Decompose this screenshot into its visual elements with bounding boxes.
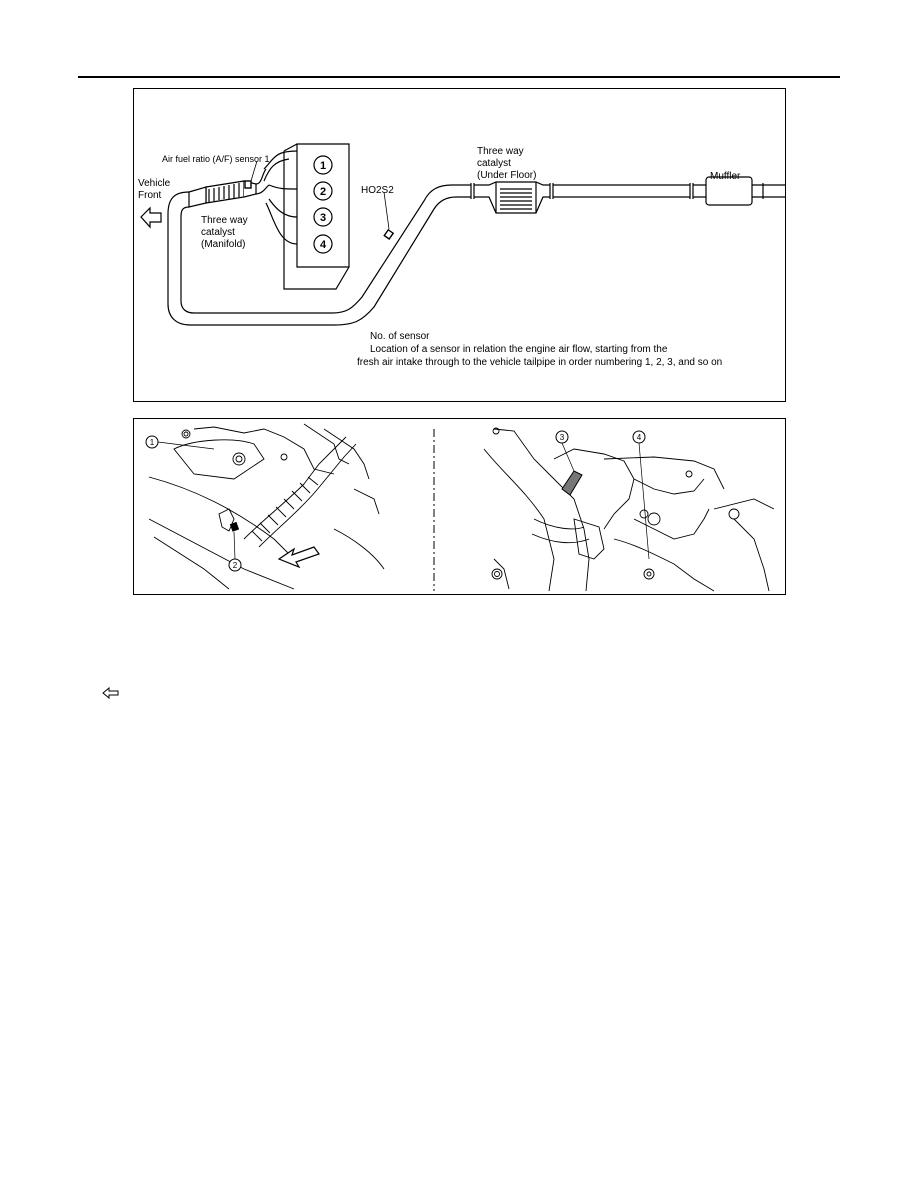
- callout-2-number: 2: [233, 561, 238, 570]
- cylinder-3-circle: [313, 207, 333, 227]
- af-sensor-marker: [244, 180, 252, 189]
- vehicle-front-label: Vehicle Front: [138, 178, 171, 201]
- ho2s2-label: HO2S2: [361, 185, 394, 196]
- manifold-catalyst: [188, 168, 270, 208]
- component-location-illustrations: 1 2 3 4: [133, 418, 786, 595]
- cylinder-1-number: 1: [320, 160, 326, 172]
- top-rule: [78, 76, 840, 78]
- muffler-label: Muffler: [710, 171, 741, 182]
- ho2s2-location-marker: [561, 470, 583, 496]
- exhaust-system-diagram: 1 2 3 4: [133, 88, 786, 402]
- af-sensor-leader: [250, 160, 258, 182]
- exhaust-drawing: 1 2 3 4: [140, 143, 785, 326]
- cylinder-2-number: 2: [320, 186, 326, 198]
- manifold-catalyst-label: Three way catalyst (Manifold): [201, 215, 248, 250]
- cylinder-3-number: 3: [320, 212, 326, 224]
- left-engine-sketch: [148, 423, 385, 590]
- cylinder-4-number: 4: [320, 239, 327, 251]
- af-sensor-label: Air fuel ratio (A/F) sensor 1: [162, 154, 270, 164]
- engine-block: [263, 143, 350, 290]
- underfloor-catalyst-label: Three way catalyst (Under Floor): [477, 146, 537, 181]
- ho2s2-marker: [383, 228, 395, 240]
- sensor-note-line-2: fresh air intake through to the vehicle …: [357, 357, 723, 368]
- front-direction-arrow-icon: [277, 546, 320, 569]
- callout-3-number: 3: [560, 433, 565, 442]
- callout-1-number: 1: [150, 438, 155, 447]
- ho2s2-leader: [383, 191, 390, 230]
- callout-4-number: 4: [637, 433, 642, 442]
- sensor-note-line-1: Location of a sensor in relation the eng…: [370, 344, 668, 355]
- cylinder-markers: [313, 155, 333, 254]
- cylinder-4-circle: [313, 234, 333, 254]
- sensor-note-title: No. of sensor: [370, 331, 430, 342]
- af-sensor-location-marker: [229, 521, 240, 532]
- right-engine-sketch: [483, 427, 775, 592]
- vehicle-front-arrow-icon: [140, 206, 162, 229]
- cylinder-2-circle: [313, 181, 333, 201]
- exhaust-pipe: [167, 176, 785, 326]
- vehicle-front-legend-icon: [102, 687, 119, 699]
- location-drawings: 1 2 3 4: [145, 423, 775, 592]
- cylinder-1-circle: [313, 155, 333, 175]
